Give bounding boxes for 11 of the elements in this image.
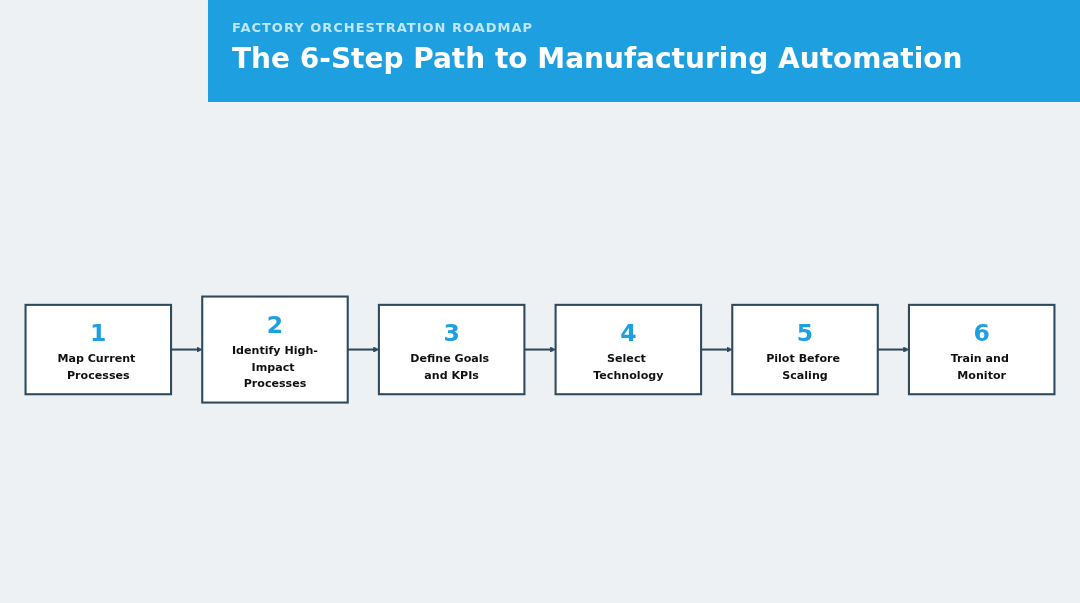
node-box: 3 Define Goals and KPIs [377,304,526,396]
node-box: 4 Select Technology [554,304,703,396]
arrow [701,346,733,354]
kicker-text: FACTORY ORCHESTRATION ROADMAP [232,20,534,35]
page-title: The 6-Step Path to Manufacturing Automation [232,42,963,75]
node-box: 5 Pilot Before Scaling [731,304,879,396]
node-box: 1 Map Current Processes [24,304,173,396]
arrow [171,346,203,354]
arrow [524,346,556,354]
node-box: 2 Identify High-Impact Processes [201,295,349,405]
node-box: 6 Train and Monitor [907,304,1056,396]
